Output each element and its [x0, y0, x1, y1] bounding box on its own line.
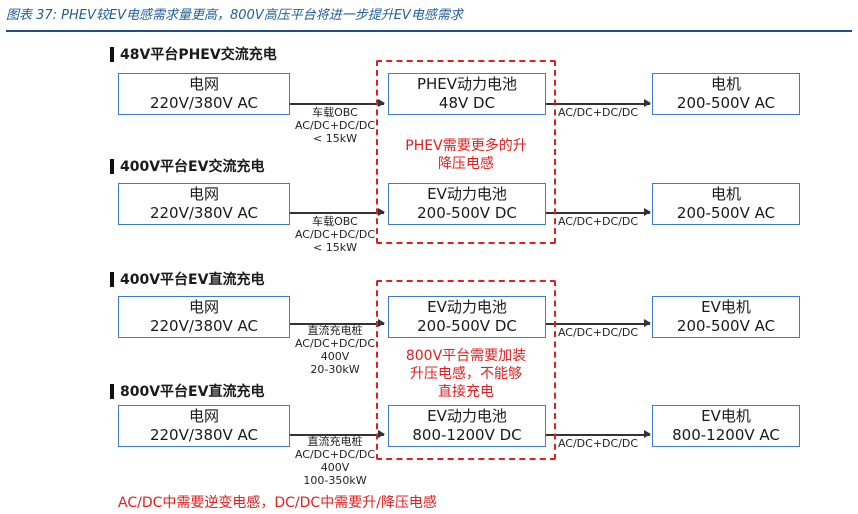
section-title-400v-ac: 400V平台EV交流充电	[110, 156, 264, 176]
section-marker	[110, 46, 114, 62]
charger-label: 车载OBC AC/DC+DC/DC < 15kW	[280, 106, 390, 145]
motor-voltage: 200-500V AC	[676, 317, 776, 335]
grid-label: 电网	[188, 298, 219, 316]
phev-highlight-region	[376, 60, 556, 244]
battery-voltage: 200-500V DC	[417, 317, 517, 335]
section-marker	[110, 383, 114, 399]
charger-label-line: AC/DC+DC/DC	[294, 448, 376, 461]
motor-voltage: 200-500V AC	[676, 94, 776, 112]
charger-label-line: 100-350kW	[303, 474, 367, 487]
grid-voltage: 220V/380V AC	[149, 317, 259, 335]
charger-label-line: 400V	[320, 350, 350, 363]
charger-label-line: < 15kW	[313, 241, 357, 254]
grid-box: 电网 220V/380V AC	[118, 73, 290, 115]
battery-box: EV动力电池 800-1200V DC	[388, 405, 546, 447]
battery-box: EV动力电池 200-500V DC	[388, 183, 546, 225]
note-line: 800V平台需要加装	[405, 348, 527, 364]
battery-box: EV动力电池 200-500V DC	[388, 296, 546, 338]
note-line: PHEV需要更多的升	[405, 138, 527, 154]
charger-label-line: 400V	[320, 461, 350, 474]
section-marker	[110, 271, 114, 287]
battery-voltage: 800-1200V DC	[412, 426, 522, 444]
converter-label: AC/DC+DC/DC	[557, 326, 639, 339]
grid-label: 电网	[188, 75, 219, 93]
grid-voltage: 220V/380V AC	[149, 94, 259, 112]
motor-label: EV电机	[701, 407, 751, 425]
section-marker	[110, 158, 114, 174]
motor-box: EV电机 200-500V AC	[652, 296, 800, 338]
motor-label: 电机	[710, 75, 741, 93]
charger-label: 车载OBC AC/DC+DC/DC < 15kW	[280, 215, 390, 254]
charger-label-line: 车载OBC	[312, 215, 358, 228]
footer-note: AC/DC中需要逆变电感，DC/DC中需要升/降压电感	[118, 495, 437, 511]
grid-voltage: 220V/380V AC	[149, 426, 259, 444]
motor-box: 电机 200-500V AC	[652, 73, 800, 115]
note-line: 降压电感	[438, 156, 494, 172]
motor-label: EV电机	[701, 298, 751, 316]
grid-box: 电网 220V/380V AC	[118, 296, 290, 338]
motor-box: 电机 200-500V AC	[652, 183, 800, 225]
charger-label-line: 直流充电桩	[307, 435, 363, 448]
section-title-label: 400V平台EV直流充电	[120, 272, 265, 288]
charger-label-line: AC/DC+DC/DC	[294, 119, 376, 132]
drive-arrow	[546, 431, 651, 437]
drive-arrow	[546, 100, 651, 106]
charging-arrow	[290, 320, 385, 326]
grid-label: 电网	[188, 185, 219, 203]
charging-arrow	[290, 100, 385, 106]
motor-voltage: 200-500V AC	[676, 204, 776, 222]
battery-label: EV动力电池	[427, 407, 507, 425]
motor-box: EV电机 800-1200V AC	[652, 405, 800, 447]
charger-label: 直流充电桩 AC/DC+DC/DC 400V 100-350kW	[280, 435, 390, 487]
converter-label: AC/DC+DC/DC	[557, 215, 639, 228]
grid-voltage: 220V/380V AC	[149, 204, 259, 222]
section-title-label: 48V平台PHEV交流充电	[120, 47, 277, 63]
phev-inductor-note: PHEV需要更多的升 降压电感	[380, 137, 552, 173]
charger-label-line: 车载OBC	[312, 106, 358, 119]
caption-divider	[6, 30, 852, 32]
drive-arrow	[546, 209, 651, 215]
motor-label: 电机	[710, 185, 741, 203]
figure-caption: 图表 37: PHEV较EV电感需求量更高，800V高压平台将进一步提升EV电感…	[6, 8, 463, 23]
converter-label: AC/DC+DC/DC	[557, 106, 639, 119]
note-line: 升压电感，不能够	[410, 366, 522, 382]
converter-label: AC/DC+DC/DC	[557, 437, 639, 450]
charger-label-line: AC/DC+DC/DC	[294, 228, 376, 241]
battery-label: EV动力电池	[427, 185, 507, 203]
charger-label: 直流充电桩 AC/DC+DC/DC 400V 20-30kW	[280, 324, 390, 376]
section-title-label: 400V平台EV交流充电	[120, 159, 265, 175]
drive-arrow	[546, 320, 651, 326]
charger-label-line: AC/DC+DC/DC	[294, 337, 376, 350]
v800-inductor-note: 800V平台需要加装 升压电感，不能够 直接充电	[380, 347, 552, 401]
charger-label-line: 20-30kW	[310, 363, 360, 376]
section-title-800v-dc: 800V平台EV直流充电	[110, 381, 264, 401]
charger-label-line: < 15kW	[313, 132, 357, 145]
charging-arrow	[290, 431, 385, 437]
motor-voltage: 800-1200V AC	[672, 426, 780, 444]
grid-box: 电网 220V/380V AC	[118, 183, 290, 225]
grid-box: 电网 220V/380V AC	[118, 405, 290, 447]
section-title-48v-phev: 48V平台PHEV交流充电	[110, 44, 277, 64]
section-title-400v-dc: 400V平台EV直流充电	[110, 269, 264, 289]
battery-label: EV动力电池	[427, 298, 507, 316]
charger-label-line: 直流充电桩	[307, 324, 363, 337]
battery-voltage: 48V DC	[438, 94, 496, 112]
battery-box: PHEV动力电池 48V DC	[388, 73, 546, 115]
battery-label: PHEV动力电池	[416, 75, 518, 93]
grid-label: 电网	[188, 407, 219, 425]
note-line: 直接充电	[438, 384, 494, 400]
battery-voltage: 200-500V DC	[417, 204, 517, 222]
v800-highlight-region	[376, 280, 556, 460]
charging-arrow	[290, 209, 385, 215]
section-title-label: 800V平台EV直流充电	[120, 384, 265, 400]
